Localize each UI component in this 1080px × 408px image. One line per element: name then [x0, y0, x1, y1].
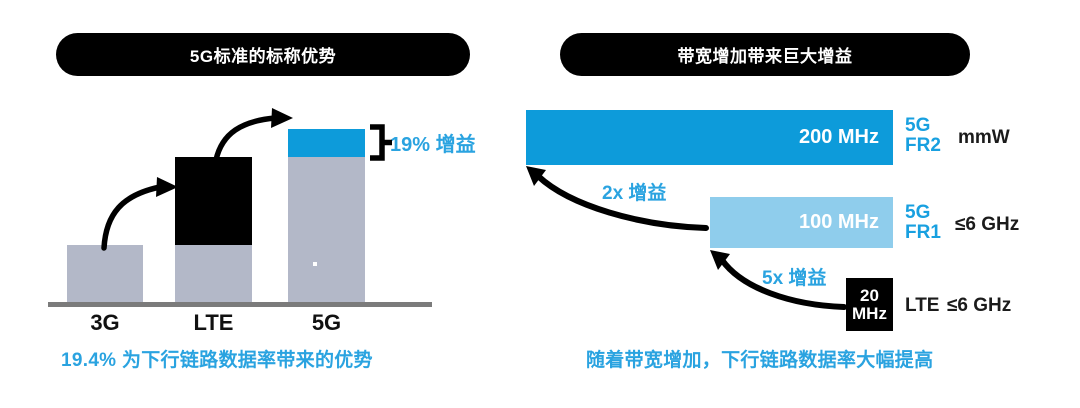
bandwidth-bar-100mhz-value: 100 MHz [798, 211, 879, 233]
arrow-lte-to-5g-icon [213, 108, 293, 163]
bandwidth-bar-100mhz: 100 MHz [710, 197, 893, 248]
gain-bracket-icon [370, 124, 392, 161]
band-label-mmw: mmW [958, 127, 1010, 148]
arrow-3g-to-lte-icon [101, 177, 178, 251]
band-label-sub6-fr1: ≤6 GHz [955, 214, 1020, 235]
tech-label-5g-fr1-line2: FR1 [905, 221, 941, 243]
tech-label-5g-fr2: 5G FR2 [905, 116, 941, 156]
band-label-sub6-lte: ≤6 GHz [947, 295, 1012, 316]
left-panel-title-text: 5G标准的标称优势 [189, 47, 337, 66]
bandwidth-bar-200mhz-value: 200 MHz [798, 126, 879, 148]
gain-19-percent-label: 19% 增益 [390, 134, 476, 156]
tech-label-5g-fr1: 5G FR1 [905, 203, 941, 243]
tech-label-lte: LTE [905, 295, 940, 316]
category-label-3g: 3G [90, 310, 120, 335]
category-label-lte: LTE [193, 310, 234, 335]
bandwidth-bar-200mhz: 200 MHz [526, 110, 893, 165]
tech-label-5g-fr2-line1: 5G [905, 115, 931, 136]
bandwidth-bar-20mhz-unit: MHz [852, 303, 887, 323]
tech-label-5g-fr1-line1: 5G [905, 202, 931, 223]
right-panel-caption: 随着带宽增加，下行链路数据率大幅提高 [586, 350, 934, 371]
category-label-5g: 5G [311, 310, 342, 335]
bar-3g-base [67, 245, 143, 303]
bar-5g-base [288, 157, 365, 303]
left-panel-title-pill: 5G标准的标称优势 [56, 33, 470, 76]
gain-5x-label: 5x 增益 [762, 268, 827, 289]
bar-5g-speck [313, 262, 317, 266]
right-panel-title-text: 带宽增加带来巨大增益 [677, 47, 853, 66]
bar-5g-gain [288, 129, 365, 157]
bar-lte-base [175, 245, 252, 303]
right-panel-title-pill: 带宽增加带来巨大增益 [560, 33, 970, 76]
left-panel-caption: 19.4% 为下行链路数据率带来的优势 [61, 350, 373, 371]
bandwidth-bar-20mhz-value: 20 [860, 285, 879, 305]
bandwidth-bar-20mhz: 20 MHz [846, 278, 893, 331]
tech-label-5g-fr2-line2: FR2 [905, 134, 941, 156]
gain-2x-label: 2x 增益 [602, 183, 667, 204]
bar-lte-increment [175, 157, 252, 245]
chart-baseline-axis [48, 302, 432, 307]
